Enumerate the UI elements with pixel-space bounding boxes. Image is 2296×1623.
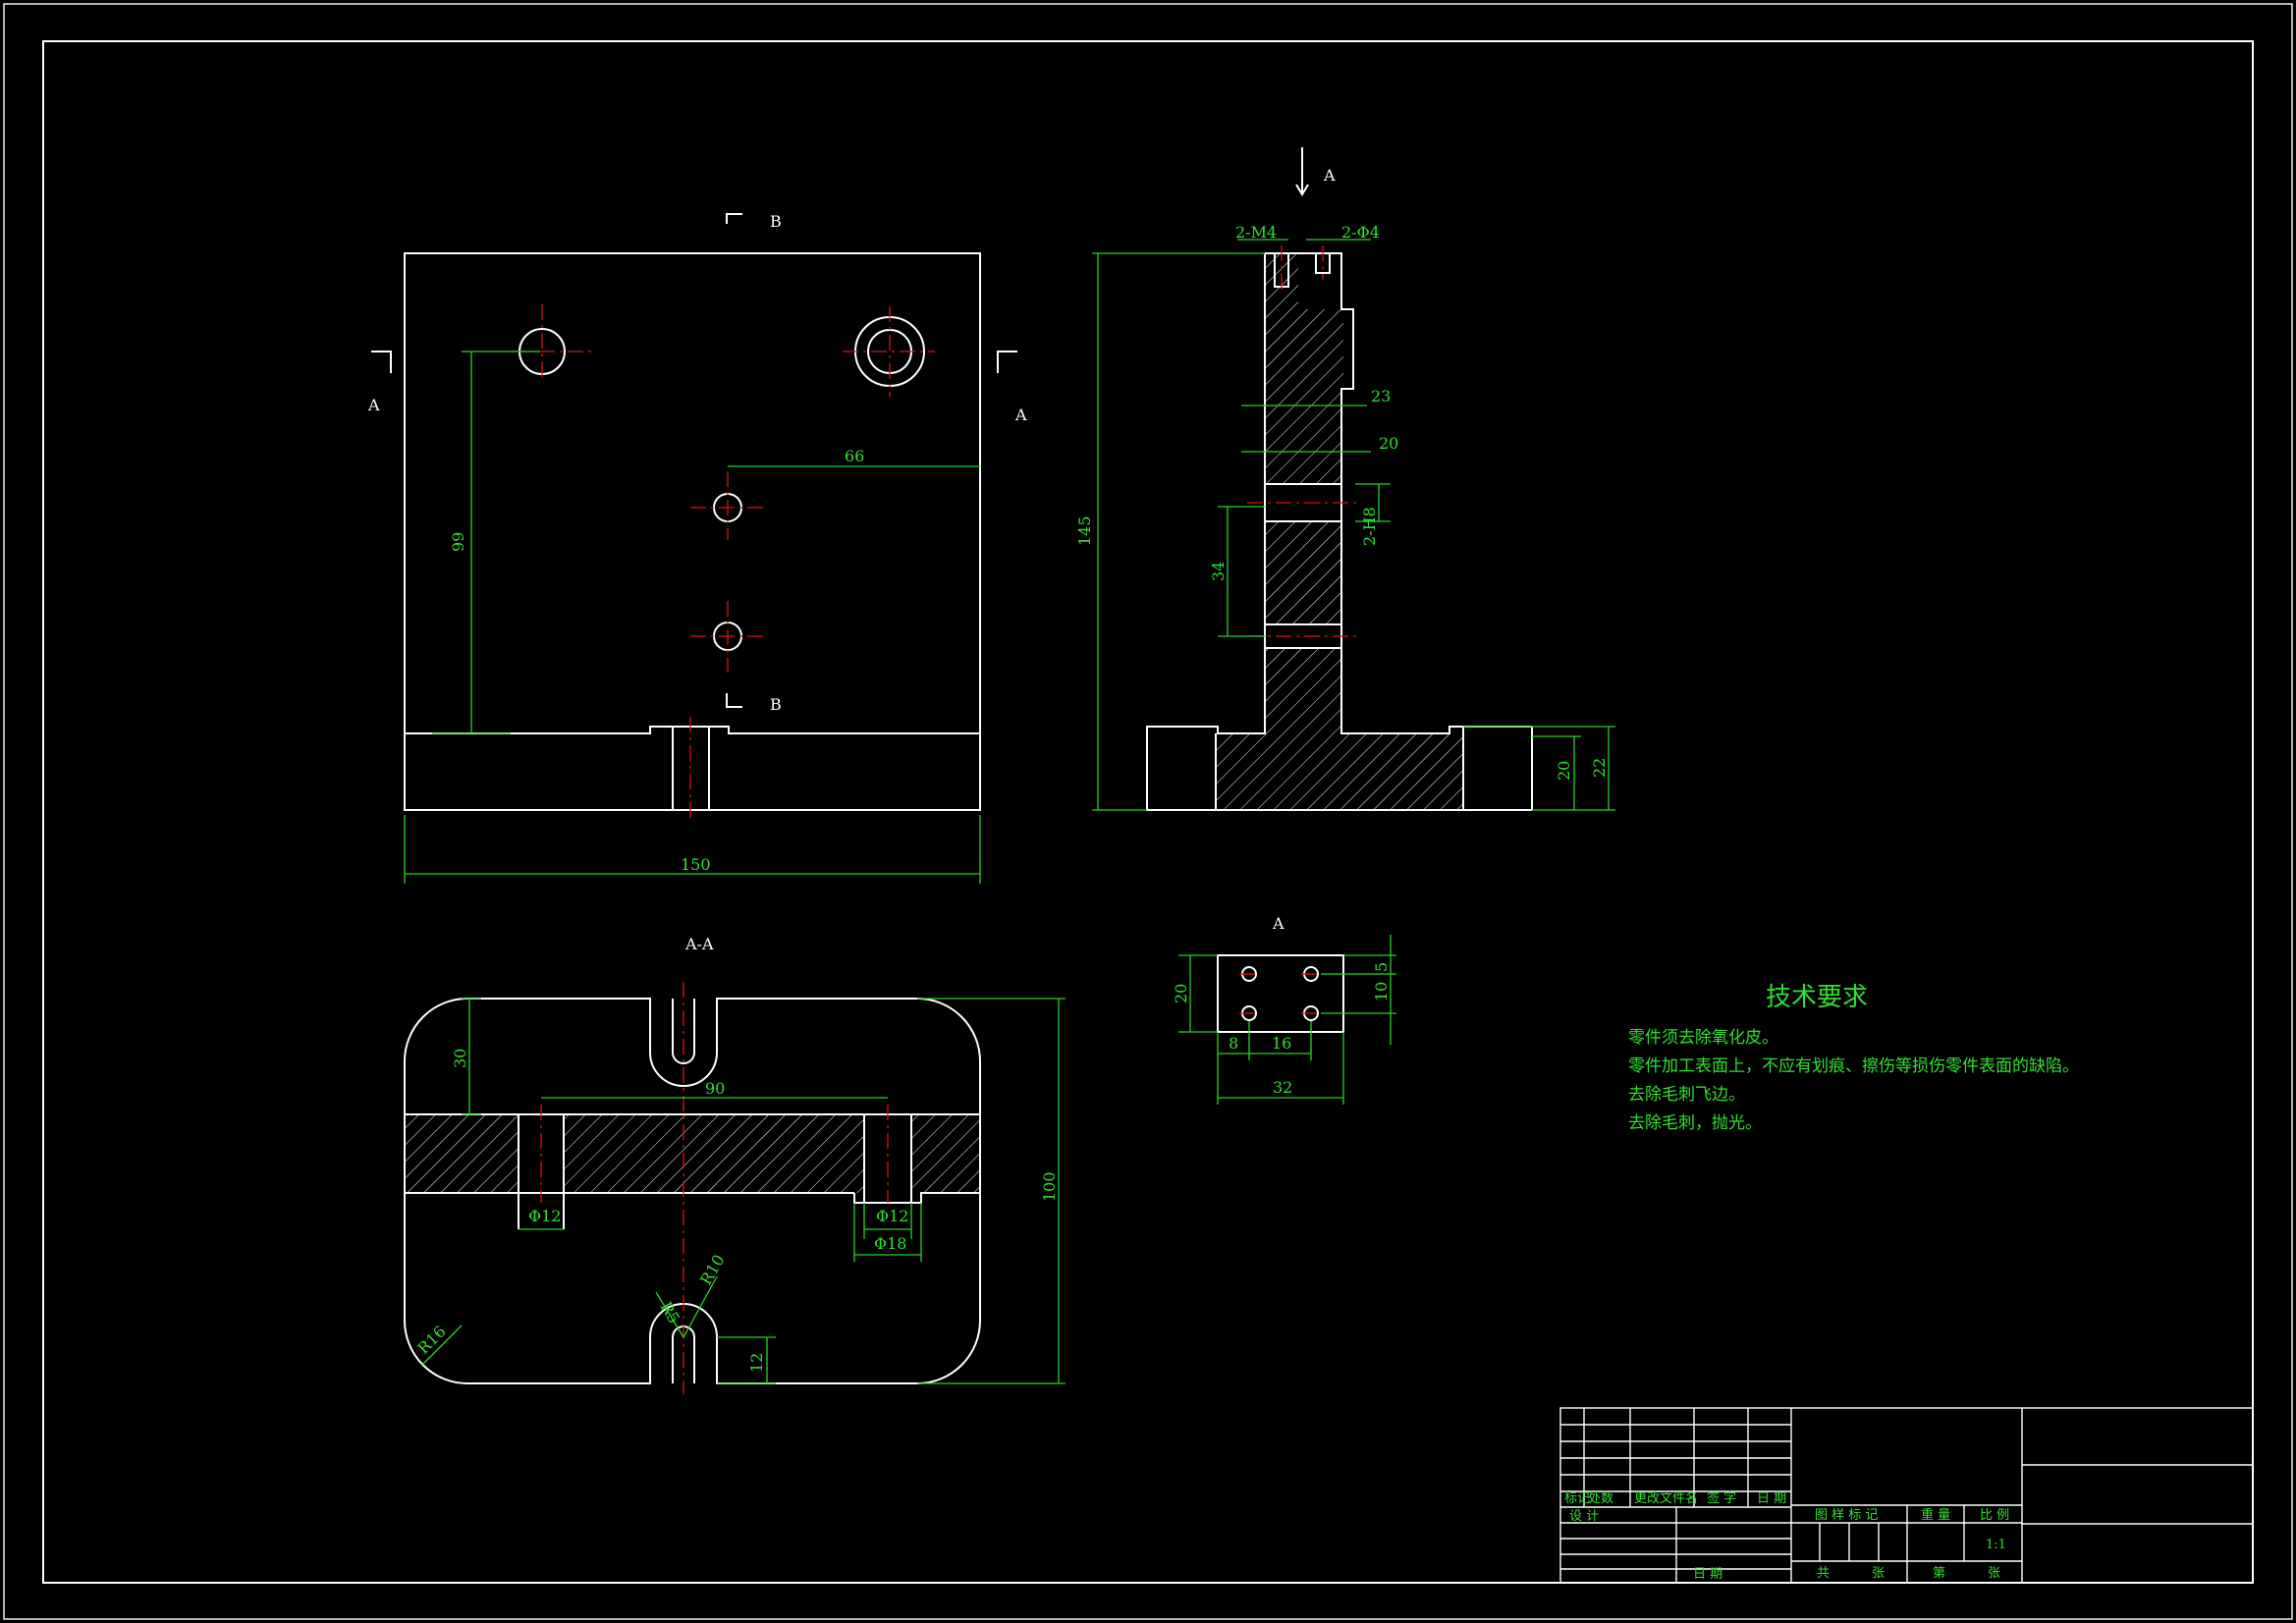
view-a-title: A: [1272, 914, 1285, 933]
tb-rev-sign: 签 字: [1707, 1490, 1736, 1506]
section-b-top-label: B: [770, 212, 782, 231]
dim-sec-r16: R16: [413, 1322, 449, 1357]
dim-sec-r5: R5: [657, 1299, 684, 1327]
tb-date: 日 期: [1693, 1567, 1722, 1582]
dim-front-height: 99: [449, 532, 467, 552]
dim-front-width: 150: [681, 855, 711, 874]
section-a-a-dimensions: 30 90 100 Φ12 Φ12 Φ18 R10 R5 R16 12: [413, 998, 1066, 1384]
dim-sec-d12-left: Φ12: [528, 1207, 561, 1225]
dim-sec-d18: Φ18: [874, 1234, 906, 1253]
side-view-dimensions: 145 2-M4 2-Φ4 23 20 2-H8 34 20 22: [1075, 223, 1615, 811]
dim-va-16: 16: [1272, 1034, 1291, 1053]
tb-rev-doc: 更改文件名: [1634, 1490, 1698, 1506]
drawing-frame: [3, 3, 2293, 1620]
dim-side-34: 34: [1209, 562, 1228, 581]
dim-side-height: 145: [1075, 515, 1094, 546]
tb-scale: 比 例: [1980, 1508, 2009, 1523]
dim-va-8: 8: [1229, 1034, 1238, 1053]
section-a-a: A-A: [404, 935, 981, 1394]
view-a-dimensions: 20 5 10 8 16 32: [1172, 935, 1396, 1105]
dim-side-base-20: 20: [1555, 761, 1573, 781]
dim-sec-100: 100: [1040, 1171, 1059, 1202]
tb-sheets: 张: [1872, 1566, 1885, 1581]
tb-sheet-unit: 张: [1988, 1566, 2000, 1581]
dim-front-offset: 66: [845, 447, 864, 465]
tech-requirement-3: 去除毛刺飞边。: [1628, 1085, 1745, 1105]
dim-sec-r10: R10: [696, 1251, 729, 1288]
dim-side-2h8: 2-H8: [1360, 507, 1379, 546]
view-a: A: [1217, 914, 1344, 1033]
tech-requirements: 技术要求 零件须去除氧化皮。 零件加工表面上，不应有划痕、擦伤等损伤零件表面的缺…: [1628, 983, 2079, 1133]
dim-side-20: 20: [1379, 434, 1398, 453]
dim-va-5: 5: [1372, 962, 1391, 972]
section-b-bottom-label: B: [770, 695, 782, 714]
tb-stage-mark: 图 样 标 记: [1815, 1508, 1878, 1523]
section-a-left-label: A: [367, 396, 380, 414]
tech-requirement-4: 去除毛刺，抛光。: [1628, 1113, 1762, 1133]
tb-designer: 设 计: [1569, 1509, 1599, 1524]
front-view: B B A A: [367, 212, 1027, 820]
dim-sec-30: 30: [451, 1049, 469, 1068]
side-view: A: [1146, 147, 1533, 811]
section-a-right-label: A: [1014, 406, 1027, 424]
dim-side-base-22: 22: [1590, 758, 1609, 778]
dim-side-hole: 2-Φ4: [1341, 223, 1380, 242]
tb-rev-count: 处数: [1588, 1491, 1613, 1506]
dim-side-23: 23: [1371, 387, 1391, 406]
tb-scale-value: 1:1: [1986, 1538, 2006, 1552]
dim-va-32: 32: [1273, 1078, 1292, 1097]
dim-sec-12: 12: [747, 1353, 766, 1373]
dim-sec-90: 90: [705, 1079, 725, 1098]
tb-rev-mark: 标记: [1564, 1491, 1590, 1506]
tb-sheet-no: 第: [1933, 1566, 1945, 1581]
tb-rev-date: 日 期: [1757, 1491, 1786, 1506]
dim-va-10: 10: [1372, 982, 1391, 1001]
dim-sec-d12-right: Φ12: [876, 1207, 908, 1225]
tech-requirement-1: 零件须去除氧化皮。: [1628, 1028, 1778, 1048]
tb-weight: 重 量: [1921, 1507, 1950, 1523]
dim-side-thread: 2-M4: [1235, 223, 1277, 242]
title-block: 标记 处数 更改文件名 签 字 日 期 设 计 日 期 图 样 标 记 重 量 …: [1559, 1407, 2254, 1584]
front-view-dimensions: 150 99 66: [404, 351, 981, 884]
section-aa-title: A-A: [684, 935, 714, 953]
view-a-arrow-label: A: [1323, 166, 1336, 185]
tb-total: 共: [1817, 1566, 1830, 1581]
tech-requirements-title: 技术要求: [1766, 983, 1868, 1012]
dim-va-20: 20: [1172, 984, 1190, 1003]
tech-requirement-2: 零件加工表面上，不应有划痕、擦伤等损伤零件表面的缺陷。: [1628, 1056, 2079, 1076]
